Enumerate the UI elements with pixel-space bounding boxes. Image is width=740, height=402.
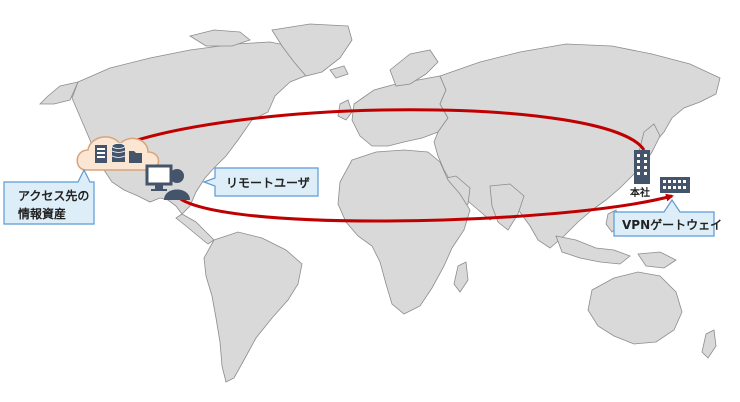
office-building-icon: [634, 150, 650, 184]
server-icon: [95, 145, 107, 163]
hq-label: 本社: [630, 186, 650, 199]
info-assets-label-line1: アクセス先の: [18, 188, 89, 203]
vpn-gateway-label: VPNゲートウェイ: [622, 217, 722, 232]
vpn-route-lower: [172, 191, 674, 223]
south-america: [203, 231, 303, 383]
africa: [337, 149, 471, 315]
australia: [587, 271, 683, 345]
scandinavia: [389, 49, 439, 87]
arctic-islands: [188, 29, 251, 47]
new-guinea: [637, 251, 677, 269]
new-zealand: [701, 329, 717, 359]
database-icon: [111, 143, 126, 162]
info-assets-callout: アクセス先の 情報資産: [3, 168, 95, 225]
vpn-route-upper: [102, 108, 646, 154]
southeast-asia: [555, 235, 631, 265]
central-america: [175, 213, 215, 245]
remote-user-callout: リモートユーザ: [202, 167, 319, 197]
folder-icon: [129, 151, 142, 163]
remote-user-icon: [145, 164, 190, 200]
alaska: [39, 81, 79, 105]
greenland: [271, 23, 353, 77]
info-assets-label-line2: 情報資産: [18, 206, 66, 221]
madagascar: [453, 261, 469, 293]
vpn-gateway-icon: [660, 177, 690, 193]
remote-user-label: リモートユーザ: [226, 176, 310, 190]
iceland: [329, 65, 349, 79]
vpn-gateway-callout: VPNゲートウェイ: [613, 198, 722, 237]
